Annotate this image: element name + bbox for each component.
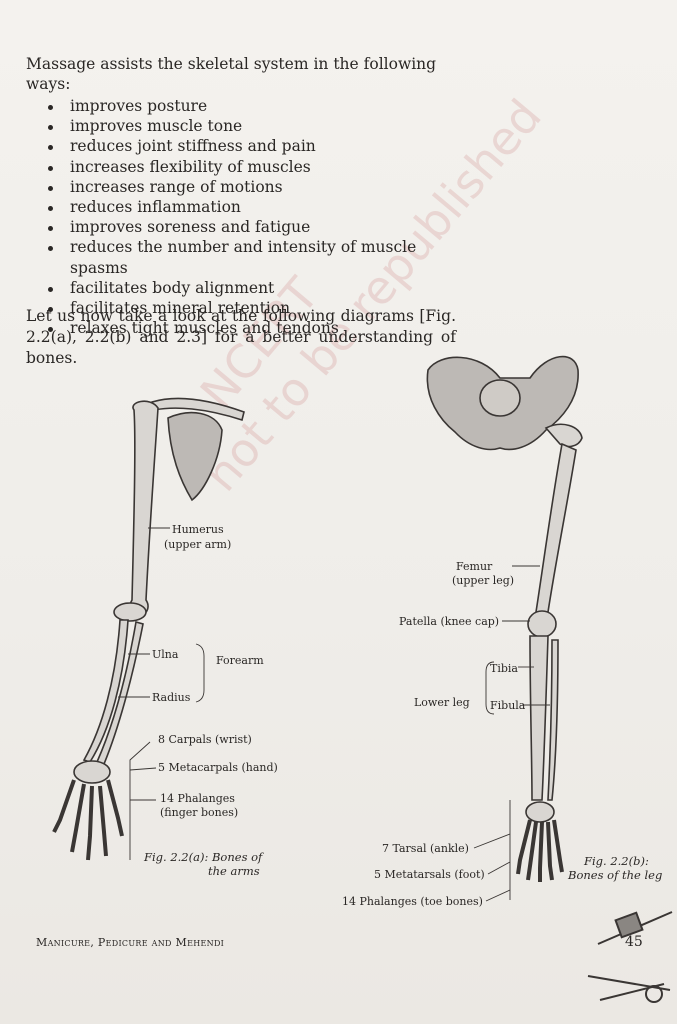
label-radius: Radius	[152, 691, 191, 704]
arm-label-lines	[118, 527, 205, 860]
label-forearm: Forearm	[216, 654, 264, 667]
tools-icon	[587, 911, 673, 1003]
label-carpals: 8 Carpals (wrist)	[158, 733, 252, 746]
list-item: reduces the number and intensity of musc…	[26, 237, 466, 277]
list-item: increases range of motions	[26, 177, 466, 197]
intro-text: Massage assists the skeletal system in t…	[26, 55, 437, 93]
label-femur-sub: (upper leg)	[452, 574, 515, 587]
label-ulna: Ulna	[152, 648, 179, 661]
label-phalanges-sub: (finger bones)	[160, 806, 239, 819]
label-lower-leg: Lower leg	[414, 696, 470, 709]
list-item: improves soreness and fatigue	[26, 217, 466, 237]
label-metacarpals: 5 Metacarpals (hand)	[158, 761, 278, 774]
leg-label-lines	[473, 565, 550, 902]
label-patella: Patella (knee cap)	[399, 615, 500, 628]
label-humerus: Humerus	[172, 523, 224, 536]
list-item: facilitates mineral retention	[26, 298, 466, 318]
page-number: 45	[625, 934, 643, 950]
label-metatarsals: 5 Metatarsals (foot)	[374, 868, 485, 881]
arm-bones-illustration	[52, 397, 245, 861]
bullet-list: improves posture improves muscle tone re…	[26, 96, 466, 338]
arm-caption-line-1: Fig. 2.2(a): Bones of	[144, 850, 263, 864]
list-item: improves posture	[26, 96, 466, 116]
leg-caption-line-2: Bones of the leg	[568, 868, 663, 882]
list-item: relaxes tight muscles and tendons	[26, 318, 466, 338]
intro-block: Massage assists the skeletal system in t…	[26, 54, 466, 338]
list-item: reduces inflammation	[26, 197, 466, 217]
list-item: reduces joint stiffness and pain	[26, 136, 466, 156]
arm-caption-line-2: the arms	[208, 864, 260, 878]
label-phalanges: 14 Phalanges	[160, 792, 235, 805]
label-tibia: Tibia	[490, 662, 518, 675]
leg-caption-line-1: Fig. 2.2(b):	[584, 854, 649, 868]
label-femur: Femur	[456, 560, 493, 573]
leg-bones-illustration	[426, 355, 583, 882]
label-toe-phalanges: 14 Phalanges (toe bones)	[342, 895, 483, 908]
list-item: facilitates body alignment	[26, 278, 466, 298]
body-paragraph: Let us now take a look at the following …	[26, 307, 456, 367]
footer-title: Manicure, Pedicure and Mehendi	[36, 936, 225, 949]
label-humerus-sub: (upper arm)	[164, 538, 232, 551]
list-item: improves muscle tone	[26, 116, 466, 136]
label-fibula: Fibula	[490, 699, 526, 712]
label-tarsal: 7 Tarsal (ankle)	[382, 842, 469, 855]
list-item: increases flexibility of muscles	[26, 157, 466, 177]
